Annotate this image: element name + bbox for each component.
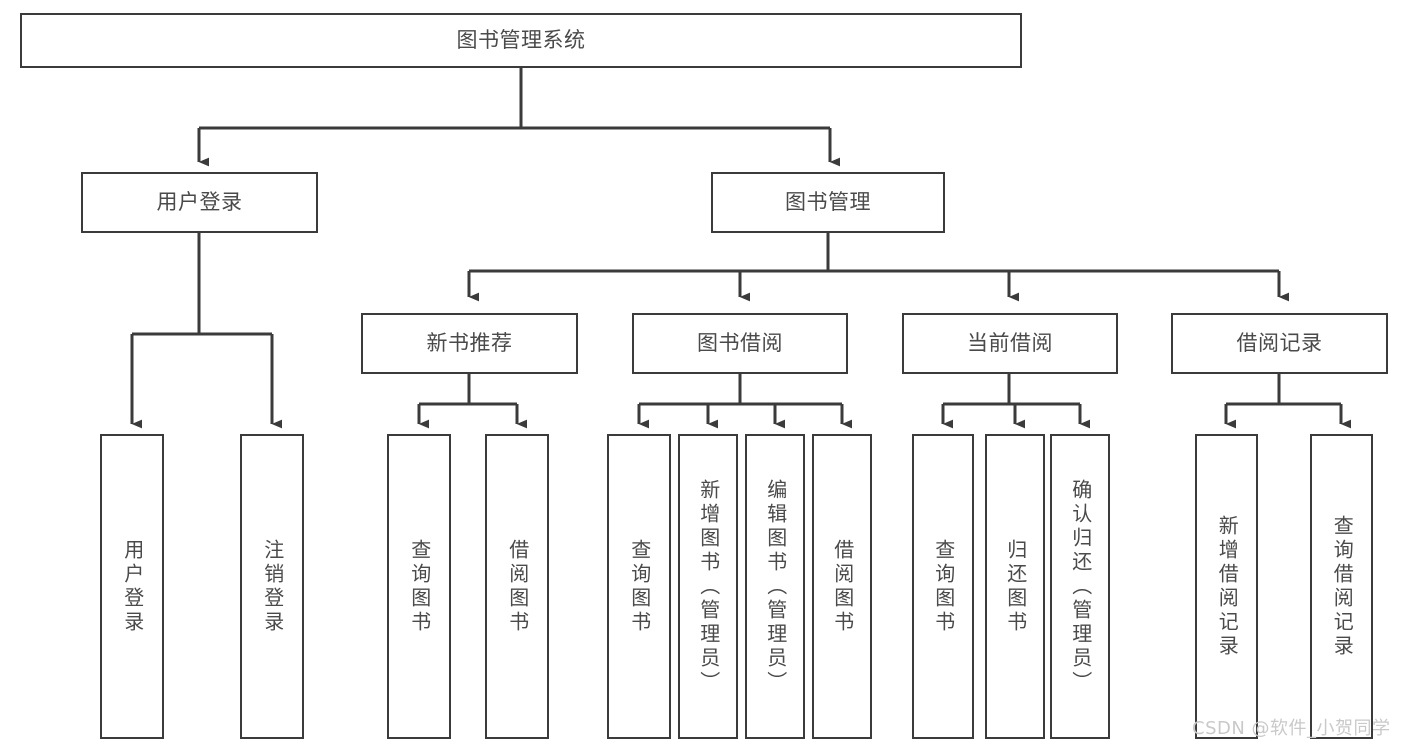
node-book-manage[interactable]: 图书管理 xyxy=(711,172,945,233)
node-user-login[interactable]: 用户登录 xyxy=(81,172,318,233)
node-new-book-recommend[interactable]: 新书推荐 xyxy=(361,313,578,374)
node-leaf-edit-book[interactable]: 编辑图书（管理员） xyxy=(745,434,805,739)
node-book-manage-label: 图书管理 xyxy=(785,190,871,215)
node-leaf-query-book-2-label: 查询图书 xyxy=(627,538,652,635)
node-borrow-record-label: 借阅记录 xyxy=(1236,331,1323,356)
node-book-borrow[interactable]: 图书借阅 xyxy=(632,313,848,374)
node-leaf-borrow-book-2-label: 借阅图书 xyxy=(830,538,855,635)
node-book-borrow-label: 图书借阅 xyxy=(697,331,783,356)
node-leaf-user-login-label: 用户登录 xyxy=(120,538,145,635)
node-leaf-logout[interactable]: 注销登录 xyxy=(240,434,304,739)
node-leaf-add-record[interactable]: 新增借阅记录 xyxy=(1195,434,1258,739)
node-borrow-record[interactable]: 借阅记录 xyxy=(1171,313,1388,374)
node-leaf-add-record-label: 新增借阅记录 xyxy=(1215,514,1240,659)
node-leaf-confirm-return[interactable]: 确认归还（管理员） xyxy=(1050,434,1110,739)
node-leaf-query-book-1-label: 查询图书 xyxy=(407,538,432,635)
node-leaf-edit-book-label: 编辑图书（管理员） xyxy=(763,478,788,695)
node-leaf-query-record[interactable]: 查询借阅记录 xyxy=(1310,434,1373,739)
node-leaf-query-book-2[interactable]: 查询图书 xyxy=(607,434,671,739)
node-current-borrow[interactable]: 当前借阅 xyxy=(902,313,1118,374)
node-leaf-borrow-book-2[interactable]: 借阅图书 xyxy=(812,434,872,739)
node-leaf-borrow-book-1[interactable]: 借阅图书 xyxy=(485,434,549,739)
node-leaf-add-book-label: 新增图书（管理员） xyxy=(696,478,721,695)
node-leaf-user-login[interactable]: 用户登录 xyxy=(100,434,164,739)
node-root[interactable]: 图书管理系统 xyxy=(20,13,1022,68)
node-leaf-query-book-1[interactable]: 查询图书 xyxy=(387,434,451,739)
node-leaf-logout-label: 注销登录 xyxy=(260,538,285,635)
node-leaf-query-book-3-label: 查询图书 xyxy=(931,538,956,635)
node-leaf-confirm-return-label: 确认归还（管理员） xyxy=(1068,478,1093,695)
node-current-borrow-label: 当前借阅 xyxy=(967,331,1053,356)
node-leaf-add-book[interactable]: 新增图书（管理员） xyxy=(678,434,738,739)
node-leaf-return-book[interactable]: 归还图书 xyxy=(985,434,1045,739)
node-user-login-label: 用户登录 xyxy=(156,190,243,215)
node-leaf-query-book-3[interactable]: 查询图书 xyxy=(912,434,974,739)
node-leaf-return-book-label: 归还图书 xyxy=(1003,538,1028,635)
csdn-watermark: CSDN @软件_小贺同学 xyxy=(1192,718,1391,739)
node-leaf-borrow-book-1-label: 借阅图书 xyxy=(505,538,530,635)
node-new-book-recommend-label: 新书推荐 xyxy=(426,331,513,356)
node-root-label: 图书管理系统 xyxy=(456,28,586,53)
node-leaf-query-record-label: 查询借阅记录 xyxy=(1330,514,1355,659)
